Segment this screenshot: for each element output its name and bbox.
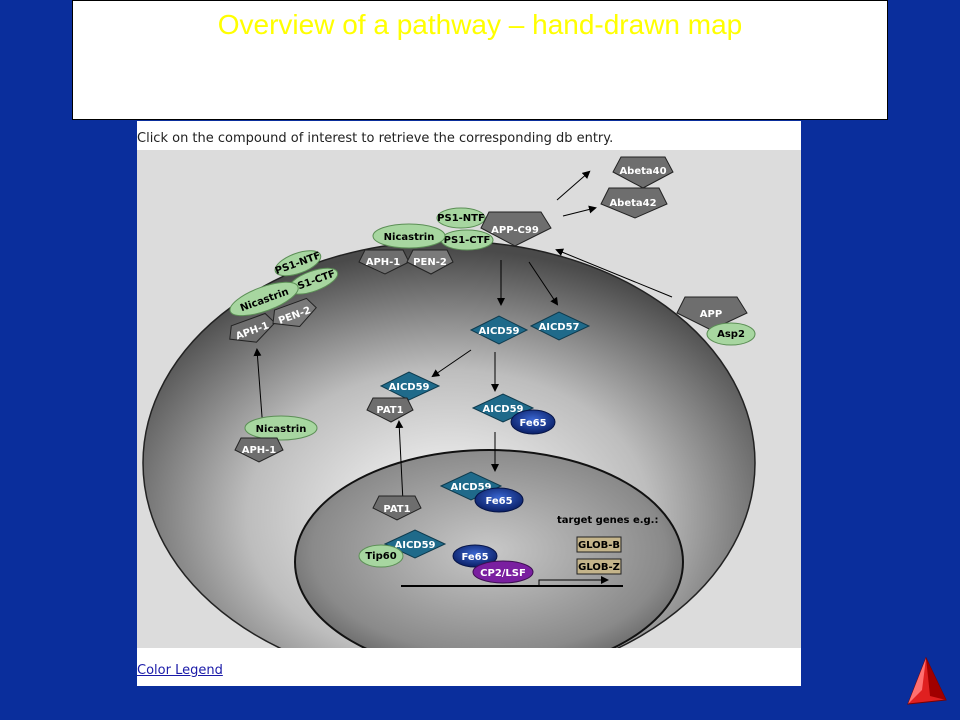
aph1-lower-label: APH-1 — [242, 445, 277, 456]
compound-aicd59-center[interactable]: AICD59 — [469, 315, 529, 345]
aicd59-tip60-label: AICD59 — [394, 540, 435, 551]
compound-ps1-ntf-upper[interactable]: PS1-NTF — [436, 207, 486, 229]
arrow-to-abeta42 — [562, 205, 597, 217]
app-label: APP — [700, 309, 722, 320]
glob-b-label: GLOB-B — [578, 540, 620, 551]
compound-pat1-lower[interactable]: PAT1 — [372, 495, 422, 521]
compound-nicastrin-upper[interactable]: Nicastrin — [372, 223, 446, 249]
compound-aph1-left[interactable]: APH-1 — [226, 311, 279, 350]
gene-glob-b[interactable]: GLOB-B — [576, 536, 622, 553]
compound-fe65-gene[interactable]: Fe65 — [452, 544, 498, 568]
arrow-pat1-up — [395, 420, 404, 503]
nav-forward-icon[interactable] — [904, 656, 948, 708]
compound-pen2-upper[interactable]: PEN-2 — [406, 249, 454, 275]
compound-app[interactable]: APP — [676, 296, 748, 331]
compound-nicastrin-lower[interactable]: Nicastrin — [244, 415, 318, 441]
aicd57-label: AICD57 — [538, 322, 579, 333]
aicd59-pat1-label: AICD59 — [388, 382, 429, 393]
nicastrin-upper-label: Nicastrin — [384, 232, 435, 243]
app-c99-label: APP-C99 — [491, 225, 539, 236]
nicastrin-lower-label: Nicastrin — [256, 424, 307, 435]
pathway-map: Abeta40 Abeta42 PS1-NTF PS1-CTF Nicastri… — [137, 150, 801, 648]
compound-pat1-upper[interactable]: PAT1 — [366, 397, 414, 423]
aph1-upper-label: APH-1 — [366, 257, 401, 268]
compound-abeta40[interactable]: Abeta40 — [612, 156, 674, 189]
cp2-lsf-label: CP2/LSF — [480, 568, 526, 579]
target-genes-label: target genes e.g.: — [557, 515, 658, 526]
gene-glob-z[interactable]: GLOB-Z — [576, 558, 622, 575]
glob-z-label: GLOB-Z — [578, 562, 620, 573]
asp2-label: Asp2 — [717, 329, 745, 340]
arrow-app-to-c99 — [555, 248, 673, 298]
arrow-to-aicd57 — [528, 261, 559, 306]
fe65-gene-label: Fe65 — [461, 552, 488, 563]
slide-title: Overview of a pathway – hand-drawn map — [217, 9, 743, 40]
transcription-start-arrow — [538, 576, 609, 586]
compound-app-c99[interactable]: APP-C99 — [480, 211, 552, 247]
tip60-label: Tip60 — [365, 551, 396, 562]
compound-fe65-middle[interactable]: Fe65 — [510, 409, 556, 435]
ps1-ntf-upper-label: PS1-NTF — [437, 213, 485, 224]
pat1-upper-label: PAT1 — [376, 405, 403, 416]
compound-abeta42[interactable]: Abeta42 — [600, 187, 668, 219]
pat1-lower-label: PAT1 — [383, 504, 410, 515]
instruction-text: Click on the compound of interest to ret… — [137, 131, 614, 146]
compound-aicd57[interactable]: AICD57 — [529, 311, 591, 341]
color-legend-link[interactable]: Color Legend — [137, 663, 223, 678]
pen2-upper-label: PEN-2 — [413, 257, 447, 268]
compound-tip60[interactable]: Tip60 — [358, 544, 404, 568]
arrow-to-aicd59-pat1 — [431, 349, 472, 378]
ps1-ctf-upper-label: PS1-CTF — [444, 235, 491, 246]
fe65-middle-label: Fe65 — [519, 418, 546, 429]
arrow-to-abeta40 — [556, 170, 591, 201]
pathway-panel: Click on the compound of interest to ret… — [137, 121, 801, 686]
compound-asp2[interactable]: Asp2 — [706, 322, 756, 346]
fe65-nucleus-label: Fe65 — [485, 496, 512, 507]
compound-aph1-upper[interactable]: APH-1 — [358, 249, 410, 275]
aicd59-fe65-label: AICD59 — [482, 404, 523, 415]
compound-cp2-lsf[interactable]: CP2/LSF — [472, 560, 534, 584]
abeta40-label: Abeta40 — [619, 166, 666, 177]
arrow-nicastrin-up — [253, 348, 264, 431]
compound-aicd59-pat1[interactable]: AICD59 — [379, 371, 441, 401]
pathway-map-svg: Abeta40 Abeta42 PS1-NTF PS1-CTF Nicastri… — [142, 156, 756, 648]
abeta42-label: Abeta42 — [609, 198, 656, 209]
compound-aph1-lower[interactable]: APH-1 — [234, 437, 284, 463]
compound-fe65-nucleus[interactable]: Fe65 — [474, 487, 524, 513]
aicd59-center-label: AICD59 — [478, 326, 519, 337]
aicd59-nucleus-label: AICD59 — [450, 482, 491, 493]
compound-pen2-left[interactable]: PEN-2 — [269, 296, 320, 334]
title-box: Overview of a pathway – hand-drawn map — [72, 0, 888, 120]
compound-ps1-ctf-upper[interactable]: PS1-CTF — [440, 229, 494, 251]
